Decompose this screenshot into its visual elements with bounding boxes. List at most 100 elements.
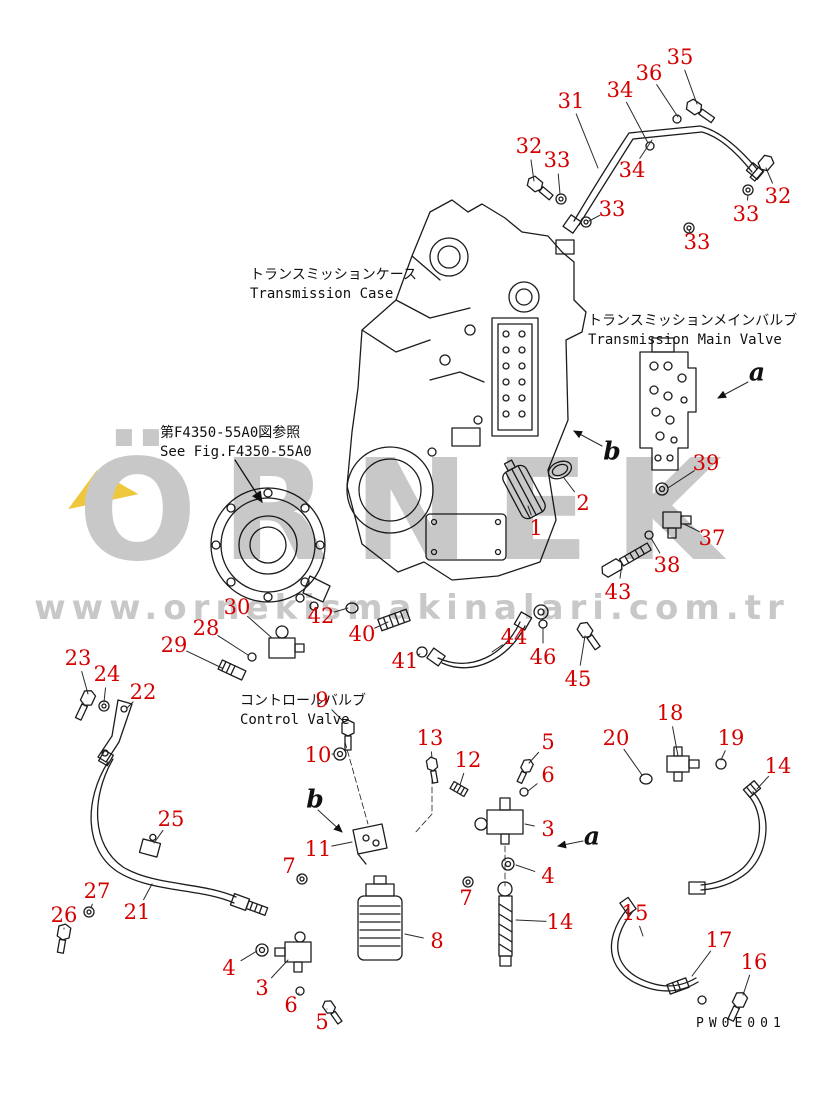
label-main-valve: トランスミッションメインバルブ Transmission Main Valve: [588, 312, 797, 350]
part-2-oring: [547, 460, 573, 480]
part-25-clamp: [138, 833, 162, 858]
leader-line: [298, 874, 301, 877]
leader-line: [217, 635, 249, 656]
part-transmission-case: [346, 199, 587, 581]
leader-layer: [63, 69, 773, 1010]
leader-line: [527, 505, 532, 516]
leader-line: [331, 841, 353, 847]
leader-line: [153, 829, 164, 844]
part-41-ring: [416, 646, 428, 658]
leader-line: [619, 563, 623, 579]
part-4-ring-mid: [501, 857, 515, 871]
leader-line: [650, 537, 661, 554]
part-12-fitting: [449, 780, 469, 798]
leader-line: [404, 933, 424, 939]
leader-line: [557, 173, 561, 195]
leader-line: [683, 523, 700, 533]
view-letter-arrow: [317, 809, 343, 833]
part-3-valve-mid: [474, 797, 524, 845]
view-letter-arrow: [573, 430, 603, 447]
part-44-tube: [426, 604, 549, 669]
leader-line: [515, 919, 547, 922]
leader-line: [527, 783, 538, 792]
part-43-plug: [601, 542, 652, 578]
leader-line: [579, 635, 586, 666]
leader-line: [528, 751, 540, 764]
leader-line: [623, 748, 643, 776]
leader-line: [240, 950, 258, 962]
part-7-ring-left: [296, 873, 308, 885]
part-1-strainer: [502, 459, 546, 520]
view-letter-arrow: [717, 381, 749, 399]
leader-line: [430, 751, 433, 759]
label-transmission-case-en: Transmission Case: [250, 285, 394, 302]
label-see-fig-jp: 第F4350-55A0図参照: [160, 425, 301, 441]
part-housing: [210, 459, 331, 611]
part-7-ring-right: [462, 876, 474, 888]
leader-line: [81, 670, 89, 695]
part-16-bolt: [727, 992, 749, 1022]
part-6-ring-bottom: [295, 986, 305, 996]
leader-line: [246, 615, 273, 639]
part-5-bolt-top: [516, 759, 534, 785]
leader-line: [756, 775, 770, 790]
part-46-washer: [538, 619, 548, 629]
leader-line: [742, 974, 751, 996]
leader-line: [639, 139, 653, 159]
part-37-fitting: [662, 511, 692, 539]
leader-line: [103, 687, 107, 703]
label-control-valve-jp: コントロールバルブ: [240, 693, 366, 709]
part-14-hose-mid: [497, 881, 513, 967]
part-45-bolt: [576, 621, 601, 651]
part-main-valve: [639, 337, 697, 471]
part-21-hose: [90, 749, 269, 916]
part-6-ring-top: [519, 787, 529, 797]
part-17-fitting: [666, 977, 690, 995]
part-24-washer: [98, 700, 110, 712]
label-see-fig-en: See Fig.F4350-55A0: [160, 443, 312, 460]
part-38-ring: [644, 530, 654, 540]
label-control-valve: コントロールバルブ Control Valve: [240, 692, 366, 730]
part-10-washer: [333, 747, 347, 761]
leader-line: [691, 950, 712, 977]
part-11-bracket: [352, 823, 388, 865]
leader-line: [626, 101, 649, 144]
part-8-filter: [357, 875, 403, 961]
part-pipe-assembly: [526, 98, 775, 234]
leader-line: [575, 113, 599, 169]
leader-line: [672, 726, 679, 757]
leader-line: [656, 84, 679, 118]
leader-line: [530, 159, 535, 182]
part-40-fitting: [377, 608, 411, 632]
part-13-plug: [425, 756, 439, 784]
leader-line: [459, 772, 465, 786]
leader-line: [524, 823, 535, 827]
leader-line: [374, 621, 389, 629]
view-letter-arrow: [557, 840, 584, 849]
part-15-hose: [610, 896, 699, 992]
leader-line: [126, 701, 134, 709]
leader-line: [688, 230, 691, 233]
leader-line: [331, 709, 345, 723]
leader-line: [271, 959, 289, 979]
leader-line: [333, 607, 349, 613]
label-main-valve-jp: トランスミッションメインバルブ: [588, 313, 798, 329]
leader-line: [588, 214, 601, 222]
part-26-bolt: [56, 923, 72, 954]
part-27-washer: [83, 906, 95, 918]
leader-line: [515, 864, 536, 872]
part-14-hose-right: [688, 780, 767, 895]
leader-line: [765, 167, 773, 184]
label-transmission-case: トランスミッションケース Transmission Case: [250, 266, 417, 304]
label-main-valve-en: Transmission Main Valve: [588, 331, 782, 348]
part-20-ring: [639, 773, 653, 785]
leader-line: [186, 650, 223, 669]
leader-line: [143, 883, 153, 901]
leader-line: [746, 194, 749, 201]
leader-line: [667, 470, 695, 489]
part-5-bolt-bottom: [321, 1000, 343, 1025]
leader-line: [491, 644, 503, 653]
label-control-valve-en: Control Valve: [240, 711, 350, 728]
